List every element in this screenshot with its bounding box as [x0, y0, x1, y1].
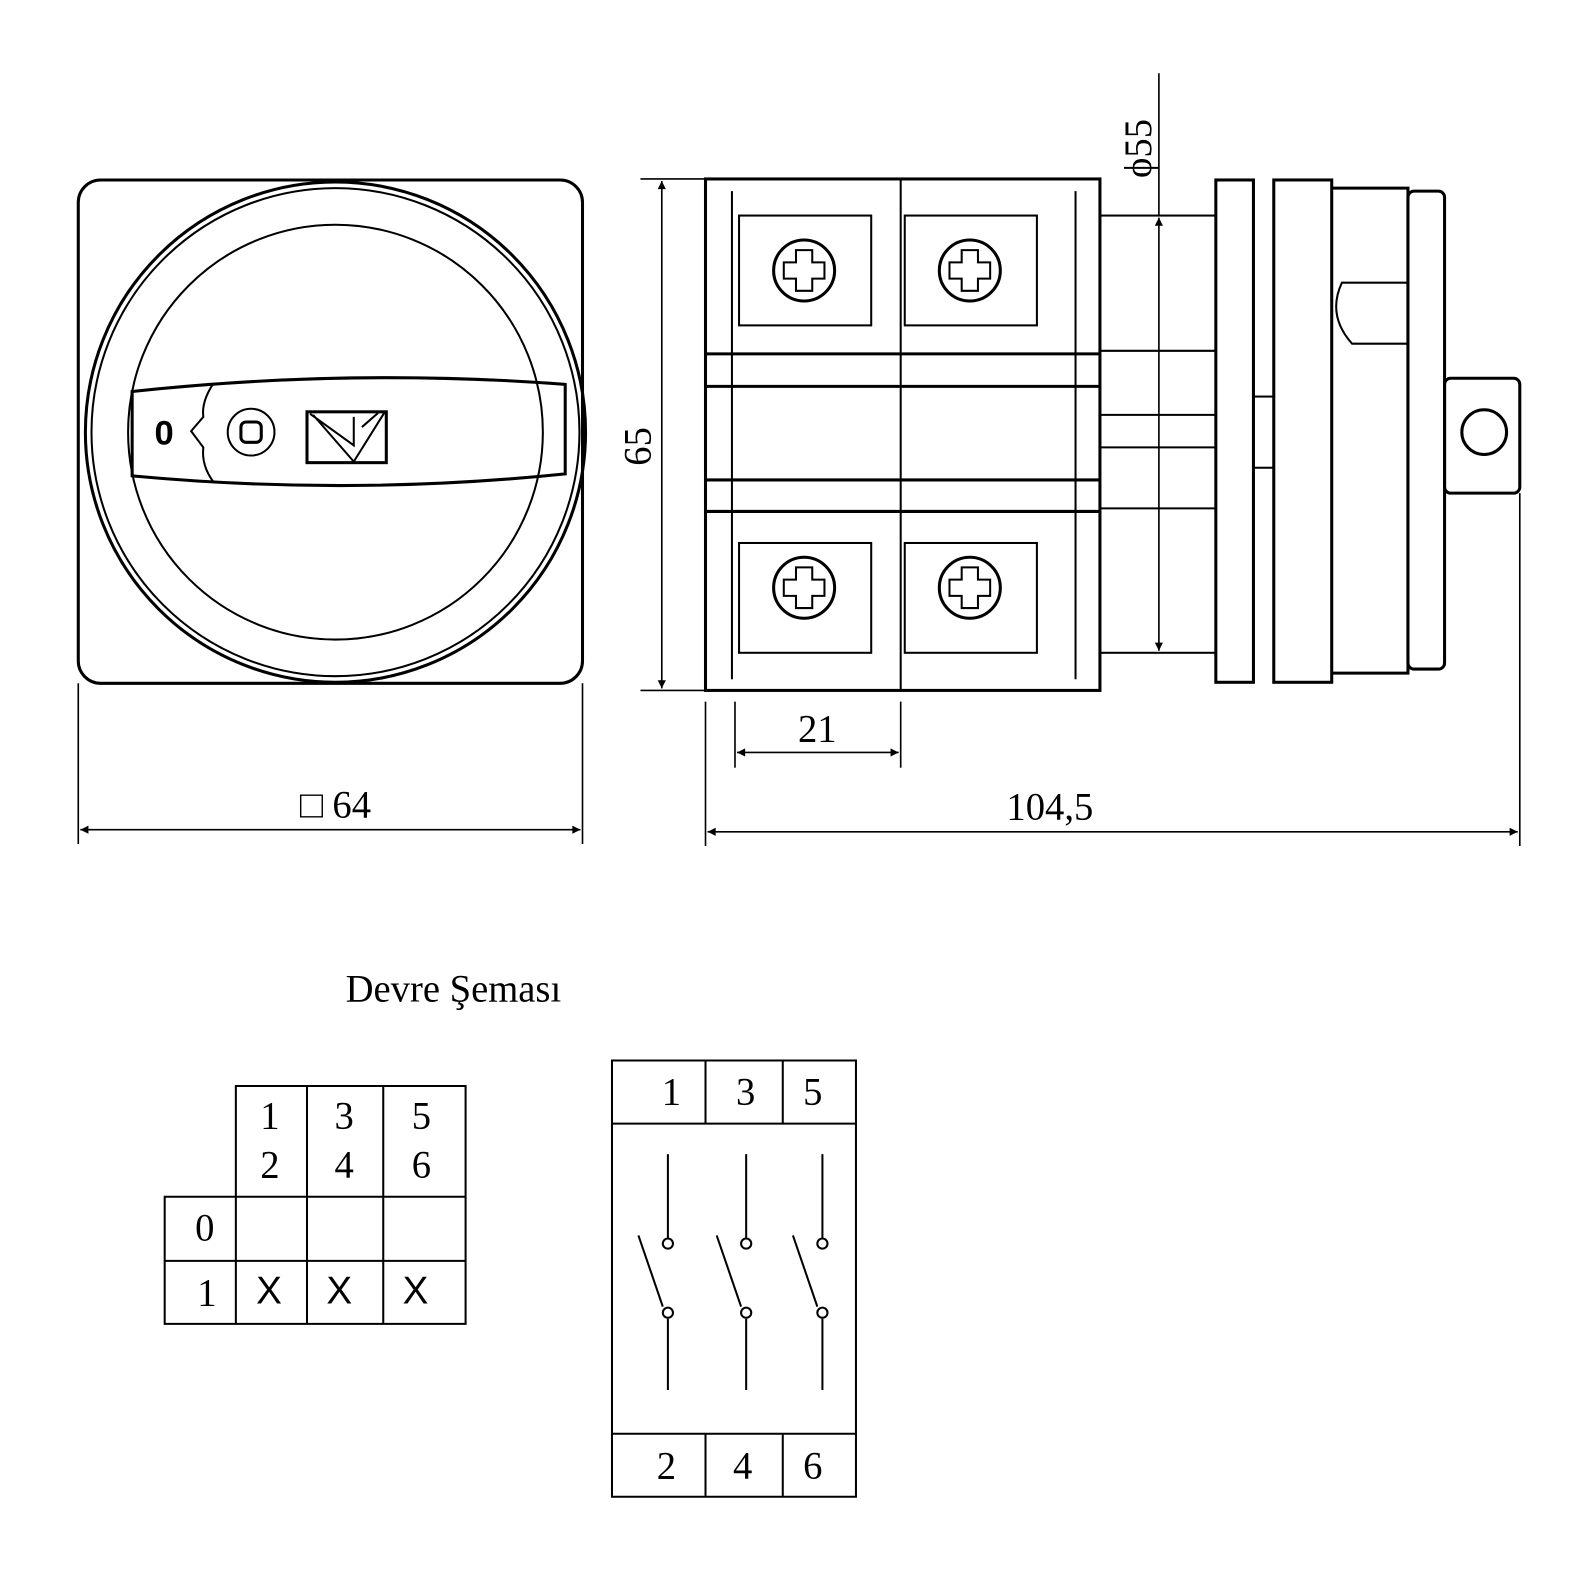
- front-plate-side: [1272, 178, 1334, 684]
- square-symbol: □: [300, 785, 324, 827]
- switching-table: 1 2 3 4 5 6 0 1 X X X: [163, 1084, 467, 1325]
- pitch-dimension-label: 21: [798, 708, 837, 750]
- knob-side-grip: [1335, 281, 1409, 345]
- circuit-title: Devre Şeması: [346, 969, 562, 1011]
- terminal-label: 6: [803, 1445, 822, 1487]
- table-header: 3: [334, 1096, 353, 1138]
- knob-handle: [130, 376, 567, 488]
- indicator-icon: [226, 407, 276, 457]
- terminal-label: 5: [803, 1071, 822, 1113]
- table-row-label: 0: [195, 1208, 214, 1250]
- diameter-dimension-label: ϕ55: [1118, 119, 1160, 178]
- table-cell: X: [403, 1270, 429, 1313]
- terminal-label: 1: [662, 1071, 681, 1113]
- height-dimension-label: 65: [618, 427, 660, 466]
- switch-contact-icon: [791, 1154, 829, 1390]
- side-view: ϕ55 65 21 104,5: [618, 73, 1522, 846]
- padlock-hole: [1460, 408, 1509, 457]
- padlock-tab: [1443, 376, 1522, 495]
- table-header: 2: [260, 1144, 279, 1186]
- table-header: 4: [334, 1144, 353, 1186]
- table-header: 1: [260, 1096, 279, 1138]
- width-dimension-label: 64: [332, 785, 371, 827]
- brand-logo-icon: [305, 410, 388, 465]
- mounting-flange: [1214, 178, 1255, 684]
- length-dimension-label: 104,5: [1006, 787, 1093, 829]
- terminal-label: 2: [657, 1445, 676, 1487]
- table-header: 6: [412, 1144, 431, 1186]
- knob-inner-ring: [127, 223, 544, 641]
- table-header: 5: [412, 1096, 431, 1138]
- table-cell: X: [256, 1270, 282, 1313]
- knob-outer-ring: [83, 180, 588, 684]
- table-row-label: 1: [197, 1273, 216, 1315]
- switch-body: [703, 177, 1102, 692]
- terminal-label: 4: [733, 1445, 752, 1487]
- switch-contact-icon: [715, 1154, 753, 1390]
- front-view: 0 □ 64: [76, 178, 588, 844]
- table-cell: X: [326, 1270, 352, 1313]
- knob-position-label: 0: [155, 414, 174, 452]
- circuit-schematic: 1 3 5 2 4 6: [610, 1059, 857, 1498]
- shaft-housing: [1098, 214, 1217, 654]
- terminal-label: 3: [736, 1071, 755, 1113]
- terminal-screws: [738, 214, 1038, 654]
- switch-contact-icon: [637, 1154, 674, 1390]
